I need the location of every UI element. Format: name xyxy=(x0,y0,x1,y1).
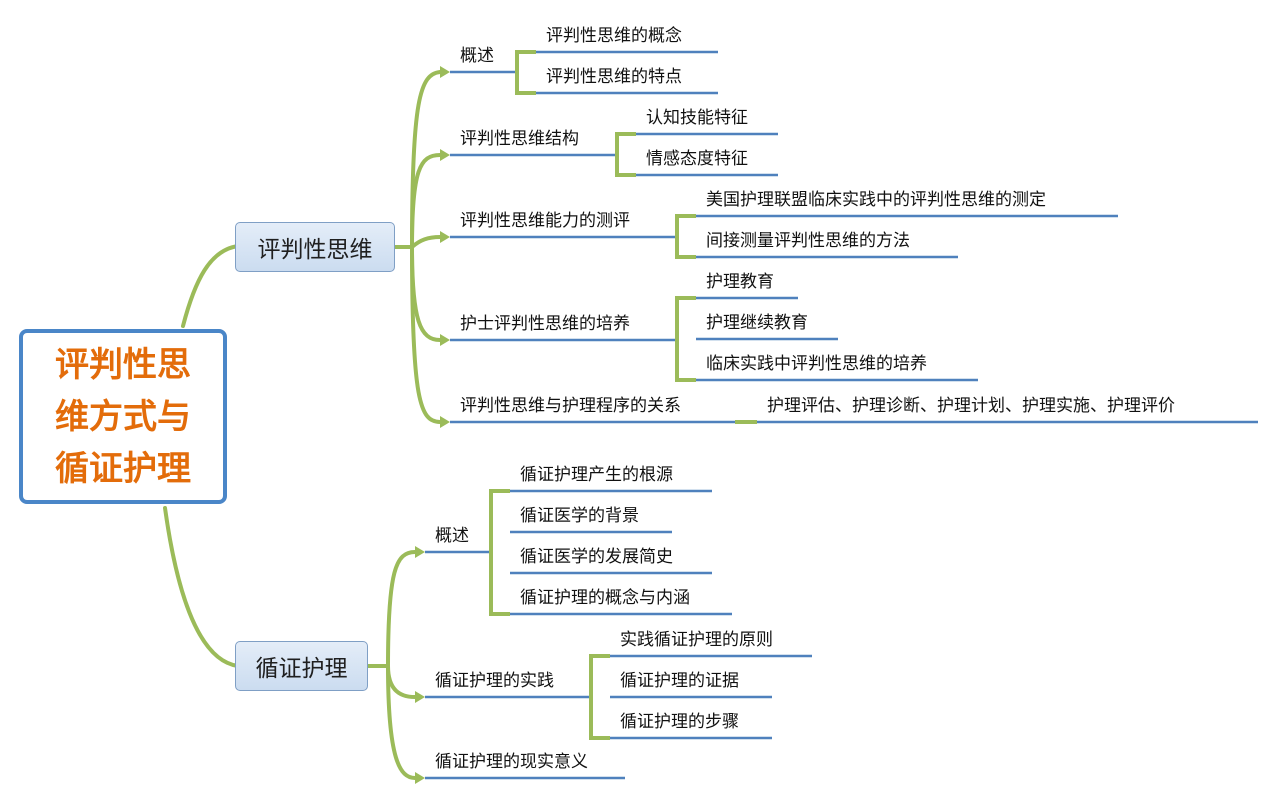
connector-b1-c3 xyxy=(410,235,442,249)
arrowhead xyxy=(440,231,450,243)
arrowhead xyxy=(440,334,450,346)
leaf-item[interactable]: 间接测量评判性思维的方法 xyxy=(706,231,910,251)
branch-node-evidence-based-nursing[interactable]: 循证护理 xyxy=(235,641,368,691)
root-node[interactable]: 评判性思维方式与循证护理 xyxy=(19,329,227,504)
connector-b1-c2 xyxy=(410,153,442,249)
connector-b2-c2 xyxy=(386,664,417,699)
leaf-item[interactable]: 评判性思维的特点 xyxy=(546,67,682,87)
subtopic-label[interactable]: 概述 xyxy=(460,46,494,66)
leaf-item[interactable]: 临床实践中评判性思维的培养 xyxy=(706,354,927,374)
branch-label: 评判性思维 xyxy=(257,237,373,263)
connector-root-to-branch-1 xyxy=(181,244,240,328)
connector-b1-c1 xyxy=(392,70,442,249)
connector-b2-c1 xyxy=(366,550,417,668)
arrowhead xyxy=(440,149,450,161)
root-title: 评判性思维方式与循证护理 xyxy=(55,344,191,489)
leaf-item[interactable]: 情感态度特征 xyxy=(646,149,748,169)
leaf-item[interactable]: 护理继续教育 xyxy=(706,313,808,333)
leaf-item[interactable]: 循证护理的证据 xyxy=(620,671,739,691)
arrowhead xyxy=(440,66,450,78)
arrowhead xyxy=(415,546,425,558)
bracket xyxy=(589,654,610,740)
bracket xyxy=(515,50,536,95)
subtopic-label[interactable]: 评判性思维结构 xyxy=(460,129,579,149)
arrowhead xyxy=(440,416,450,428)
bracket xyxy=(675,214,696,259)
leaf-item[interactable]: 实践循证护理的原则 xyxy=(620,630,773,650)
connector-b2-c3 xyxy=(386,664,417,780)
bracket xyxy=(489,489,510,616)
leaf-item[interactable]: 护理教育 xyxy=(706,272,774,292)
subtopic-label[interactable]: 评判性思维与护理程序的关系 xyxy=(460,396,681,416)
subtopic-label[interactable]: 概述 xyxy=(435,526,469,546)
branch-node-critical-thinking[interactable]: 评判性思维 xyxy=(235,222,395,272)
bracket xyxy=(615,132,636,177)
subtopic-label[interactable]: 循证护理的现实意义 xyxy=(435,752,588,772)
branch-label: 循证护理 xyxy=(255,656,348,682)
connector-root-to-branch-2 xyxy=(163,506,240,668)
connector-b1-c4 xyxy=(410,245,442,342)
leaf-item[interactable]: 护理评估、护理诊断、护理计划、护理实施、护理评价 xyxy=(767,396,1175,416)
subtopic-label[interactable]: 评判性思维能力的测评 xyxy=(460,211,630,231)
leaf-item[interactable]: 循证医学的发展简史 xyxy=(520,547,673,567)
leaf-item[interactable]: 循证医学的背景 xyxy=(520,506,639,526)
subtopic-label[interactable]: 循证护理的实践 xyxy=(435,671,554,691)
leaf-item[interactable]: 美国护理联盟临床实践中的评判性思维的测定 xyxy=(706,190,1046,210)
leaf-item[interactable]: 循证护理的步骤 xyxy=(620,712,739,732)
bracket xyxy=(675,296,696,382)
leaf-item[interactable]: 认知技能特征 xyxy=(646,108,748,128)
leaf-item[interactable]: 循证护理的概念与内涵 xyxy=(520,588,690,608)
arrowhead xyxy=(415,772,425,784)
subtopic-label[interactable]: 护士评判性思维的培养 xyxy=(460,314,630,334)
connector-b1-c5 xyxy=(410,245,442,424)
leaf-item[interactable]: 评判性思维的概念 xyxy=(546,26,682,46)
arrowhead xyxy=(415,691,425,703)
leaf-item[interactable]: 循证护理产生的根源 xyxy=(520,465,673,485)
